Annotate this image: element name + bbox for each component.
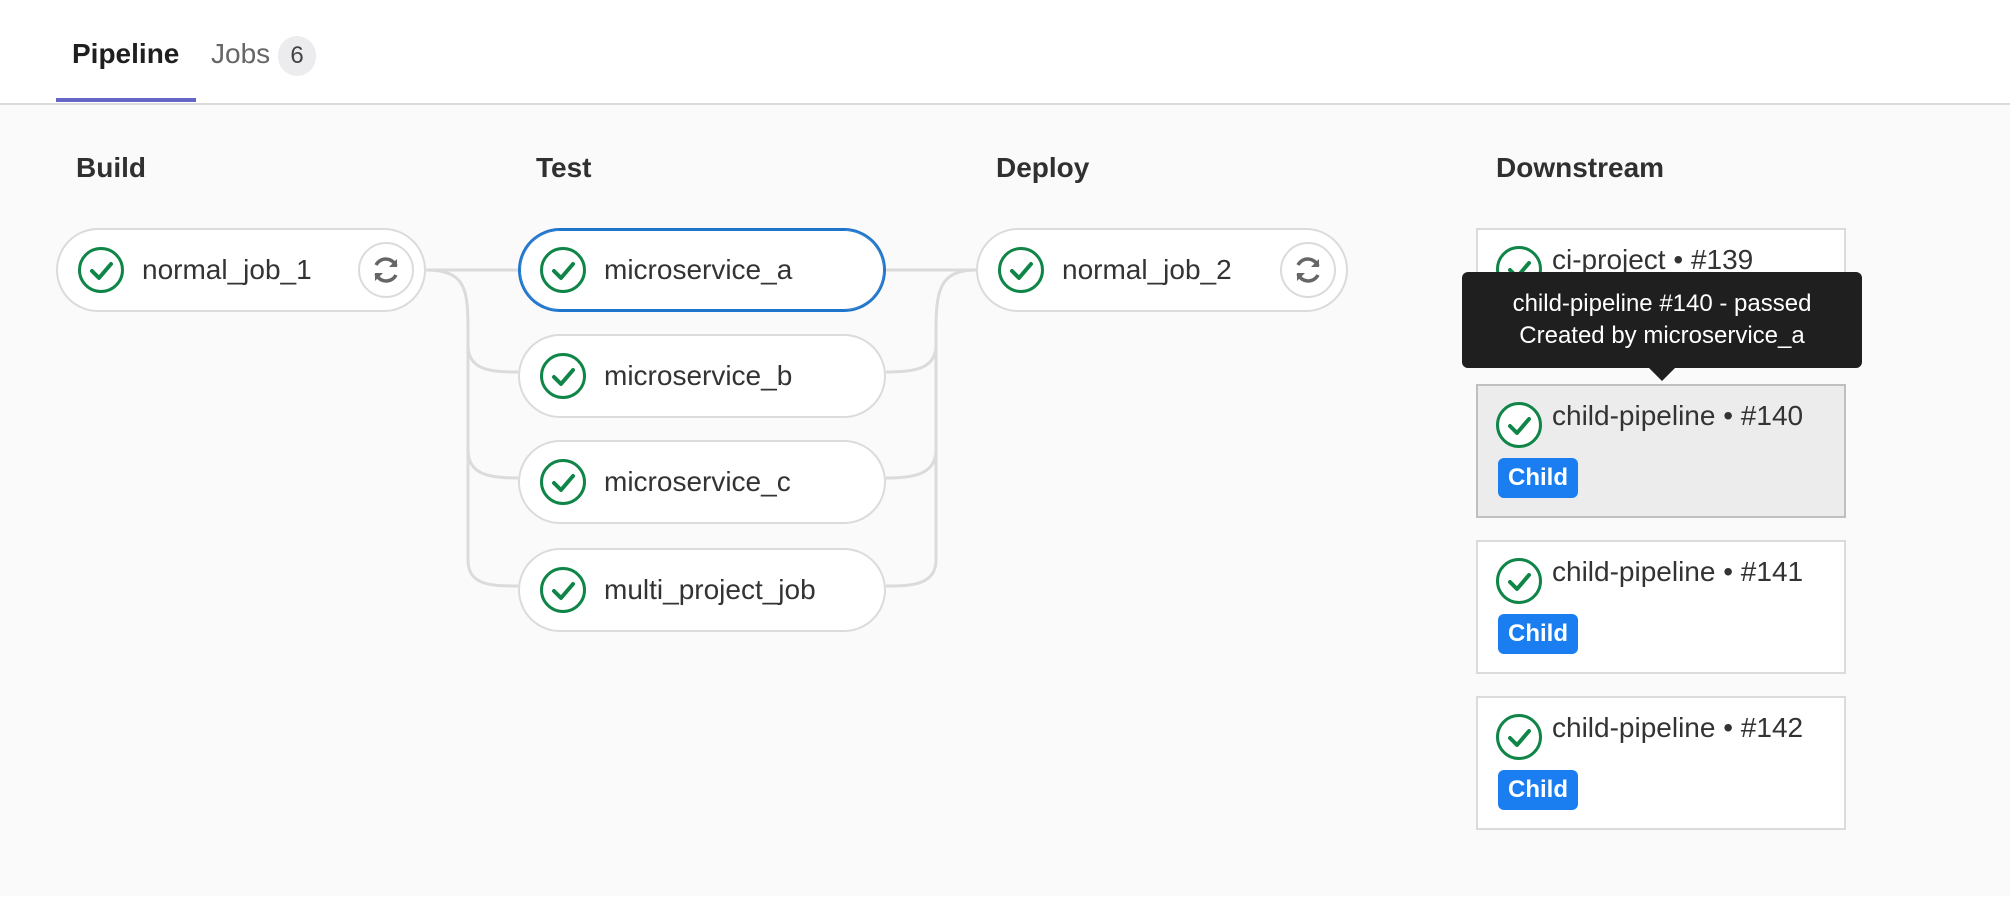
child-badge: Child xyxy=(1498,770,1578,810)
job-name: microservice_b xyxy=(604,360,793,391)
tooltip-line-2: Created by microservice_a xyxy=(1519,322,1805,349)
retry-button[interactable] xyxy=(1280,242,1336,298)
job-microservice-a[interactable]: microservice_a xyxy=(518,228,886,312)
check-circle-icon xyxy=(540,247,586,293)
check-circle-icon xyxy=(1496,714,1542,760)
tab-jobs[interactable]: Jobs xyxy=(211,38,271,69)
job-normal-job-2[interactable]: normal_job_2 xyxy=(976,228,1348,312)
job-microservice-b[interactable]: microservice_b xyxy=(518,334,886,418)
tabs-divider xyxy=(0,103,2010,105)
check-circle-icon xyxy=(1496,402,1542,448)
check-circle-icon xyxy=(540,567,586,613)
tab-pipeline[interactable]: Pipeline xyxy=(72,38,180,69)
job-name: microservice_c xyxy=(604,466,791,497)
pipeline-tooltip: child-pipeline #140 - passed Created by … xyxy=(1462,272,1862,368)
downstream-pipeline-140[interactable]: child-pipeline • #140 Child xyxy=(1476,384,1846,518)
tooltip-arrow xyxy=(1648,367,1676,381)
stage-title-downstream: Downstream xyxy=(1496,152,1665,183)
check-circle-icon xyxy=(998,247,1044,293)
child-badge: Child xyxy=(1498,458,1578,498)
retry-icon xyxy=(374,257,398,283)
downstream-title: child-pipeline • #141 xyxy=(1552,556,1804,587)
stage-title-build: Build xyxy=(76,152,146,183)
job-microservice-c[interactable]: microservice_c xyxy=(518,440,886,524)
job-name: multi_project_job xyxy=(604,574,816,605)
downstream-pipeline-142[interactable]: child-pipeline • #142 Child xyxy=(1476,696,1846,830)
job-name: microservice_a xyxy=(604,254,793,285)
downstream-title: child-pipeline • #142 xyxy=(1552,712,1804,743)
stage-title-test: Test xyxy=(536,152,592,183)
retry-icon xyxy=(1296,257,1320,283)
stage-title-deploy: Deploy xyxy=(996,152,1090,183)
child-badge: Child xyxy=(1498,614,1578,654)
job-normal-job-1[interactable]: normal_job_1 xyxy=(56,228,426,312)
downstream-pipeline-141[interactable]: child-pipeline • #141 Child xyxy=(1476,540,1846,674)
jobs-count-badge: 6 xyxy=(278,36,316,76)
check-circle-icon xyxy=(78,247,124,293)
active-tab-indicator xyxy=(56,98,196,102)
check-circle-icon xyxy=(1496,558,1542,604)
job-name: normal_job_1 xyxy=(142,254,312,285)
retry-button[interactable] xyxy=(358,242,414,298)
job-name: normal_job_2 xyxy=(1062,254,1232,285)
pipeline-tabs: Pipeline Jobs 6 xyxy=(0,0,2010,105)
tooltip-line-1: child-pipeline #140 - passed xyxy=(1512,290,1812,317)
job-multi-project-job[interactable]: multi_project_job xyxy=(518,548,886,632)
check-circle-icon xyxy=(540,459,586,505)
downstream-title: ci-project • #139 xyxy=(1552,244,1754,275)
downstream-title: child-pipeline • #140 xyxy=(1552,400,1804,431)
check-circle-icon xyxy=(540,353,586,399)
